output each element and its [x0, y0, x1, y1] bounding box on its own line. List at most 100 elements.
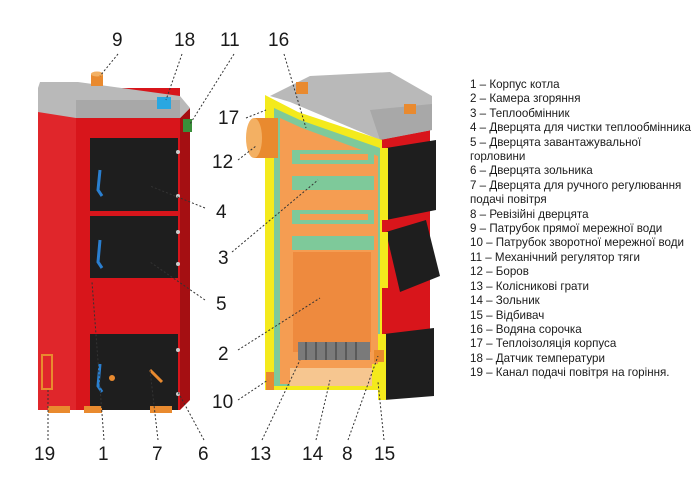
- leader-9: [99, 53, 119, 77]
- legend-item: 7 – Дверцята для ручного регулювання под…: [470, 178, 682, 207]
- callout-9: 9: [112, 30, 123, 51]
- ash-door: [90, 334, 178, 410]
- leader-5: [149, 261, 206, 301]
- legend-item: 9 – Патрубок прямої мережної води: [470, 222, 663, 236]
- heat-exchanger-cleaning-door: [90, 138, 178, 211]
- door-handle-top: [96, 169, 104, 197]
- leader-10: [237, 379, 269, 401]
- boiler-top-front: [76, 100, 180, 118]
- boiler-cross-section: [246, 72, 440, 400]
- callout-5: 5: [216, 294, 227, 315]
- section-sensor: [404, 104, 416, 114]
- legend: 1 – Корпус котла 2 – Камера згоряння 3 –…: [470, 78, 698, 381]
- section-door-middle: [386, 220, 440, 292]
- door-handle-bottom: [96, 363, 104, 393]
- callout-1: 1: [98, 444, 109, 465]
- callout-4: 4: [216, 202, 227, 223]
- loading-door: [90, 216, 178, 278]
- legend-item: 13 – Колісникові грати: [470, 279, 590, 293]
- leader-16: [283, 53, 307, 129]
- grate-bars: [305, 342, 357, 360]
- leader-4: [149, 185, 206, 209]
- legend-item: 19 – Канал подачі повітря на горіння.: [470, 366, 670, 380]
- callout-18: 18: [174, 30, 195, 51]
- leader-13: [261, 359, 301, 441]
- boiler-foot: [150, 406, 172, 413]
- section-flow-pipe: [296, 82, 308, 94]
- section-door-top: [386, 140, 436, 220]
- leader-15: [377, 381, 385, 441]
- leader-1: [91, 281, 105, 441]
- heat-exchanger-tube-core: [300, 214, 368, 220]
- callout-19: 19: [34, 444, 55, 465]
- door-handle-middle: [96, 239, 104, 269]
- combustion-chamber: [293, 252, 371, 352]
- leader-3: [231, 179, 319, 253]
- callout-12: 12: [212, 152, 233, 173]
- heat-exchanger-tube: [292, 176, 374, 190]
- leader-11: [189, 53, 235, 125]
- legend-item: 8 – Ревізійні дверцята: [470, 207, 589, 221]
- leader-6: [177, 391, 205, 441]
- leader-2: [237, 297, 321, 351]
- section-door-frame: [380, 148, 388, 220]
- legend-item: 2 – Камера згоряння: [470, 92, 581, 106]
- legend-item: 5 – Дверцята завантажувальної горловини: [470, 135, 642, 164]
- callout-3: 3: [218, 248, 229, 269]
- legend-item: 15 – Відбивач: [470, 308, 545, 322]
- leader-17: [245, 109, 267, 119]
- hinge: [176, 262, 180, 266]
- legend-item: 1 – Корпус котла: [470, 78, 560, 91]
- ash-pan: [290, 368, 376, 386]
- callout-16: 16: [268, 30, 289, 51]
- legend-item: 11 – Механічний регулятор тяги: [470, 250, 640, 264]
- air-regulation-knob: [109, 375, 115, 381]
- callout-6: 6: [198, 444, 209, 465]
- callout-numbers: 9 18 11 16 17 12 4 3 5 2 10 19 1 7 6 13 …: [34, 30, 395, 465]
- legend-item: 14 – Зольник: [470, 294, 540, 308]
- callout-11: 11: [220, 30, 240, 51]
- legend-item: 16 – Водяна сорочка: [470, 322, 582, 336]
- heat-exchanger-tube-core: [300, 154, 368, 160]
- flue-pipe-end: [246, 118, 262, 158]
- hinge: [176, 194, 180, 198]
- legend-item: 17 – Теплоізоляція корпуса: [470, 337, 617, 351]
- callout-8: 8: [342, 444, 353, 465]
- callout-7: 7: [152, 444, 163, 465]
- legend-item: 12 – Боров: [470, 265, 529, 279]
- flow-pipe-top: [91, 71, 103, 77]
- callout-17: 17: [218, 108, 239, 129]
- air-channel: [41, 354, 53, 390]
- hinge: [176, 348, 180, 352]
- legend-item: 4 – Дверцята для чистки теплообмінника: [470, 121, 691, 135]
- callout-14: 14: [302, 444, 324, 465]
- leader-8: [347, 355, 379, 441]
- inspection-door: [374, 350, 384, 362]
- hinge: [176, 150, 180, 154]
- deflector: [372, 364, 382, 390]
- boiler-side-face: [180, 108, 190, 410]
- boiler-exterior: [38, 71, 192, 413]
- heat-exchanger-tube: [292, 236, 374, 250]
- section-door-bottom: [384, 328, 434, 400]
- callout-2: 2: [218, 344, 229, 365]
- leader-18: [165, 53, 183, 101]
- callout-10: 10: [212, 392, 233, 413]
- leader-lines: [47, 53, 385, 441]
- callout-13: 13: [250, 444, 271, 465]
- boiler-casing-left-panel: [38, 88, 76, 410]
- temperature-sensor: [157, 97, 171, 109]
- legend-item: 6 – Дверцята зольника: [470, 164, 593, 178]
- draft-regulator: [183, 119, 192, 132]
- boiler-foot: [48, 406, 70, 413]
- boiler-foot: [84, 406, 102, 413]
- legend-item: 10 – Патрубок зворотної мережної води: [470, 236, 684, 250]
- callout-15: 15: [374, 444, 395, 465]
- air-regulation-lever: [148, 368, 164, 384]
- legend-item: 18 – Датчик температури: [470, 351, 605, 365]
- hinge: [176, 230, 180, 234]
- return-pipe: [266, 372, 274, 390]
- grate: [298, 342, 370, 360]
- flow-pipe: [91, 74, 103, 86]
